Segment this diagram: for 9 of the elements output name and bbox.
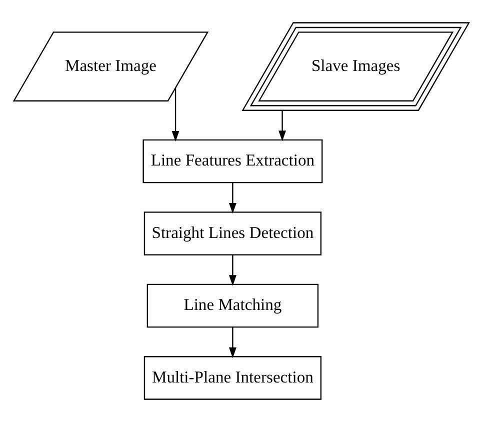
node-box: Straight Lines Detection xyxy=(143,211,321,255)
arrow xyxy=(228,326,236,358)
arrow xyxy=(278,110,286,141)
node-box: Multi-Plane Intersection xyxy=(143,356,321,400)
arrow xyxy=(228,254,236,286)
arrow xyxy=(171,88,179,142)
node-box: Line Matching xyxy=(146,283,318,328)
node-box: Line Features Extraction xyxy=(142,138,322,183)
arrow xyxy=(228,182,236,214)
